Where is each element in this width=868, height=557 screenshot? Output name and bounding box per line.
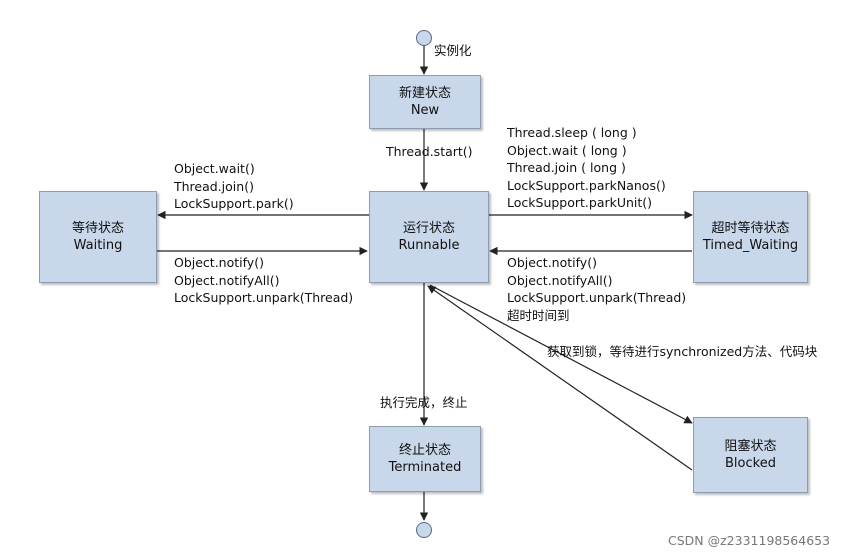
label-line: Object.notify() bbox=[507, 255, 597, 270]
label-line: LockSupport.park() bbox=[174, 196, 294, 211]
state-waiting-en: Waiting bbox=[73, 238, 123, 253]
label-line: Object.notifyAll() bbox=[507, 272, 613, 288]
state-terminated-cn: 终止状态 bbox=[398, 443, 451, 458]
state-blocked-en: Blocked bbox=[725, 456, 776, 471]
state-new: 新建状态 New bbox=[369, 75, 481, 129]
label-from-waiting: Object.notify() Object.notifyAll() LockS… bbox=[174, 254, 353, 307]
label-to-timed: Thread.sleep ( long ) Object.wait ( long… bbox=[507, 124, 666, 212]
label-line: Thread.join ( long ) bbox=[507, 160, 626, 175]
label-line: 超时时间到 bbox=[507, 307, 570, 323]
state-terminated: 终止状态 Terminated bbox=[369, 426, 481, 492]
label-from-timed: Object.notify() Object.notifyAll() LockS… bbox=[507, 254, 686, 324]
state-timed-waiting-cn: 超时等待状态 bbox=[711, 221, 790, 236]
state-timed-waiting-en: Timed_Waiting bbox=[702, 238, 799, 253]
label-line: LockSupport.unpark(Thread) bbox=[174, 290, 354, 305]
initial-state-circle bbox=[416, 30, 432, 46]
label-line: Object.wait ( long ) bbox=[507, 142, 627, 158]
label-line: LockSupport.parkUnit() bbox=[507, 195, 653, 210]
label-blocked: 获取到锁，等待进行synchronized方法、代码块 bbox=[547, 344, 818, 359]
state-waiting-cn: 等待状态 bbox=[71, 221, 124, 236]
label-line: Thread.sleep ( long ) bbox=[507, 125, 637, 140]
label-line: Object.notifyAll() bbox=[174, 272, 280, 288]
state-new-en: New bbox=[410, 103, 440, 118]
final-state-circle bbox=[416, 522, 432, 538]
state-runnable: 运行状态 Runnable bbox=[369, 191, 489, 283]
state-runnable-en: Runnable bbox=[398, 238, 460, 253]
label-line: Thread.join() bbox=[174, 178, 254, 194]
watermark: CSDN @z2331198564653 bbox=[668, 533, 831, 548]
label-finish: 执行完成，终止 bbox=[380, 395, 468, 410]
arrow-runnable-to-blocked bbox=[429, 284, 693, 424]
label-start: Thread.start() bbox=[386, 144, 473, 159]
state-blocked: 阻塞状态 Blocked bbox=[693, 417, 808, 493]
label-line: LockSupport.parkNanos() bbox=[507, 177, 666, 193]
label-line: LockSupport.unpark(Thread) bbox=[507, 290, 687, 305]
arrow-blocked-to-runnable bbox=[427, 285, 693, 471]
state-runnable-cn: 运行状态 bbox=[402, 221, 455, 236]
state-terminated-en: Terminated bbox=[388, 460, 462, 475]
label-to-waiting: Object.wait() Thread.join() LockSupport.… bbox=[174, 160, 294, 213]
label-instantiate: 实例化 bbox=[434, 43, 472, 58]
state-timed-waiting: 超时等待状态 Timed_Waiting bbox=[693, 191, 808, 283]
label-line: Object.notify() bbox=[174, 255, 264, 270]
label-line: Object.wait() bbox=[174, 161, 255, 176]
state-blocked-cn: 阻塞状态 bbox=[724, 439, 777, 454]
state-new-cn: 新建状态 bbox=[398, 86, 451, 101]
state-waiting: 等待状态 Waiting bbox=[39, 191, 157, 283]
